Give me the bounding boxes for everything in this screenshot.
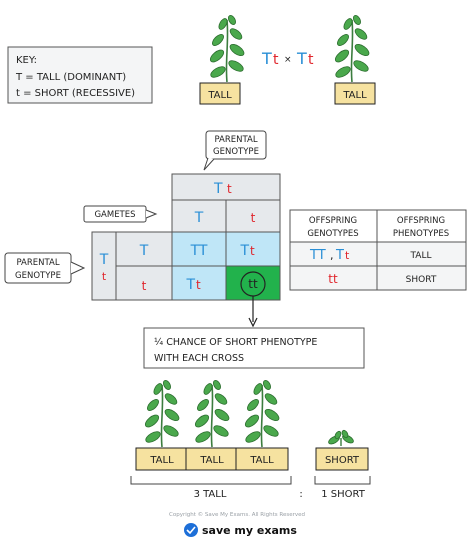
row1-genotype-T: T	[335, 248, 344, 263]
offspring-label-3: TALL	[249, 455, 274, 466]
row-gamete-1: T	[139, 243, 149, 259]
cell-Tt1-big: T	[239, 243, 249, 259]
arrow-head	[248, 317, 258, 328]
callout-pointer	[203, 157, 215, 171]
top-genotype-small: t	[227, 182, 232, 196]
row1-genotype-sep: ,	[330, 249, 334, 262]
plant-icon	[142, 378, 182, 448]
key-box-frame	[7, 46, 153, 104]
table-header-phenotypes-2: PHENOTYPES	[393, 229, 449, 239]
key-title: KEY:	[16, 55, 37, 66]
cross-right-small: t	[308, 52, 314, 68]
table-header-phenotypes-1: OFFSPRING	[397, 216, 445, 226]
cell-tt-text: tt	[248, 277, 258, 291]
table-row-tall	[289, 241, 467, 267]
cell-TT-text: TT	[190, 243, 208, 259]
short-bracket	[314, 476, 371, 485]
parental-cross: T t × T t	[261, 49, 314, 68]
offspring-cell-Tt-1	[225, 231, 281, 267]
callout-box	[205, 130, 267, 160]
offspring-label-4: SHORT	[325, 455, 360, 466]
callout-gametes: GAMETES	[83, 205, 158, 223]
row2-phenotype: SHORT	[406, 275, 437, 285]
cross-times: ×	[284, 55, 292, 65]
row2-genotype: tt	[328, 272, 338, 286]
offspring-cell-tt	[225, 265, 281, 301]
chance-box: ¼ CHANCE OF SHORT PHENOTYPE WITH EACH CR…	[143, 327, 365, 369]
top-genotype-big: T	[213, 181, 223, 197]
col-gamete-2: t	[251, 211, 256, 225]
cell-Tt2-small: t	[196, 278, 201, 292]
tall-bracket	[130, 476, 292, 485]
col-gamete-cell	[225, 199, 281, 233]
ratio-colon: :	[299, 489, 302, 500]
cell-Tt1-small: t	[250, 244, 255, 258]
left-genotype-big: T	[99, 252, 109, 268]
footer: Copyright © Save My Exams. All Rights Re…	[169, 511, 305, 537]
offspring-plant-2: TALL	[185, 378, 239, 471]
plant-icon	[242, 378, 282, 448]
offspring-label-1: TALL	[149, 455, 174, 466]
callout-left-line1: PARENTAL	[16, 258, 59, 268]
table-header-genotypes-1: OFFSPRING	[309, 216, 357, 226]
ratio: 3 TALL : 1 SHORT	[130, 476, 371, 500]
brand-logo-icon	[184, 523, 198, 537]
offspring-table: OFFSPRING GENOTYPES OFFSPRING PHENOTYPES…	[289, 209, 467, 291]
copyright-text: Copyright © Save My Exams. All Rights Re…	[169, 511, 305, 518]
plant-icon	[332, 13, 372, 83]
key-box: KEY: T = TALL (DOMINANT) t = SHORT (RECE…	[7, 46, 153, 104]
chance-line2: WITH EACH CROSS	[154, 353, 244, 364]
callout-pointer	[145, 209, 158, 219]
chance-line1: ¼ CHANCE OF SHORT PHENOTYPE	[154, 337, 317, 348]
callout-left-line2: GENOTYPE	[15, 271, 61, 281]
brand-name: save my exams	[202, 524, 297, 537]
left-genotype-small: t	[102, 270, 107, 283]
offspring-plant-4: SHORT	[315, 428, 369, 471]
callout-pointer	[70, 261, 86, 275]
table-row-short	[289, 265, 467, 291]
parent-label-right: TALL	[342, 90, 367, 101]
offspring-cell-Tt-2	[171, 265, 227, 301]
plant-icon	[192, 378, 232, 448]
left-genotype-cell	[91, 231, 117, 301]
offspring-label-2: TALL	[199, 455, 224, 466]
top-genotype-cell	[171, 173, 281, 201]
callout-parental-top: PARENTAL GENOTYPE	[203, 130, 267, 171]
cross-left-big: T	[261, 49, 272, 68]
callout-top-line1: PARENTAL	[214, 135, 257, 145]
cross-left-small: t	[273, 52, 279, 68]
callout-top-line2: GENOTYPE	[213, 147, 259, 157]
row1-genotype-TT: TT	[309, 248, 326, 263]
parent-plant-left: TALL	[199, 13, 247, 105]
key-tall-line: T = TALL (DOMINANT)	[15, 72, 126, 83]
punnett-square: T t T t T t T t TT T t T t tt	[91, 173, 281, 328]
row1-phenotype: TALL	[410, 251, 432, 261]
plant-icon	[326, 428, 356, 447]
callout-parental-left: PARENTAL GENOTYPE	[4, 252, 86, 284]
label-box	[235, 447, 289, 471]
col-gamete-1: T	[194, 210, 204, 226]
key-short-line: t = SHORT (RECESSIVE)	[16, 88, 135, 99]
label-box	[334, 82, 376, 105]
callout-gametes-label: GAMETES	[94, 210, 135, 220]
offspring-plant-1: TALL	[135, 378, 189, 471]
label-box	[199, 82, 241, 105]
table-header-row	[289, 209, 467, 243]
parent-plant-right: TALL	[332, 13, 376, 105]
row-gamete-cell	[115, 265, 173, 301]
row-gamete-2: t	[142, 279, 147, 293]
plant-icon	[207, 13, 247, 83]
offspring-plant-3: TALL	[235, 378, 289, 471]
ratio-short: 1 SHORT	[321, 489, 366, 500]
table-header-genotypes-2: GENOTYPES	[307, 229, 358, 239]
parent-label-left: TALL	[207, 90, 232, 101]
brand-check-icon	[186, 526, 196, 535]
label-box	[315, 447, 369, 471]
cell-Tt2-big: T	[185, 277, 195, 293]
row1-genotype-t: t	[345, 249, 350, 262]
chance-box-frame	[143, 327, 365, 369]
cross-right-big: T	[296, 49, 307, 68]
ratio-tall: 3 TALL	[194, 489, 227, 500]
